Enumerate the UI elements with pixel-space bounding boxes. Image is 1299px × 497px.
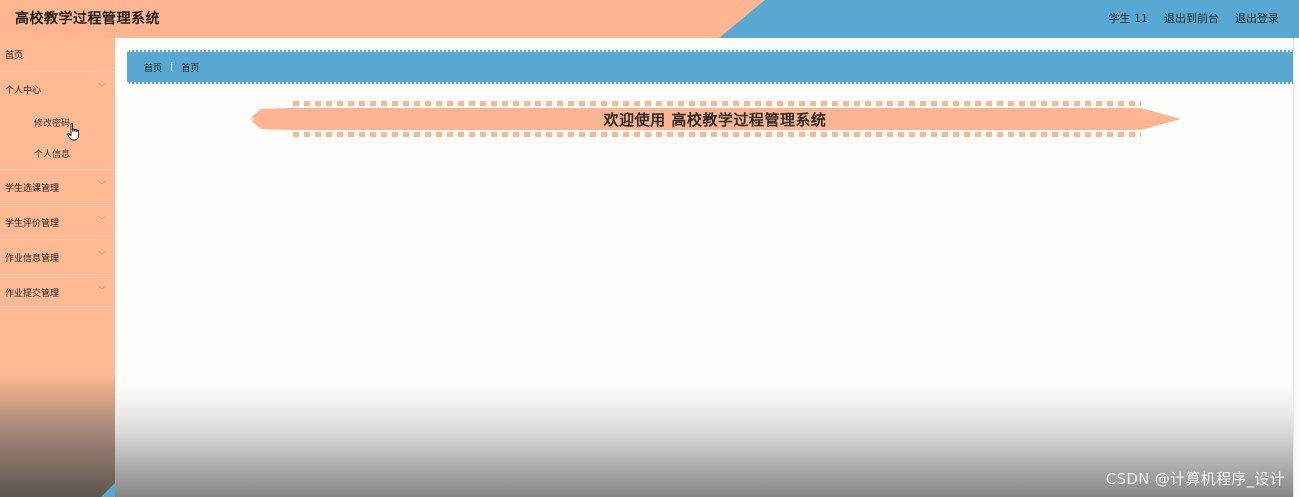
sidebar-item-label: 作业提交管理 (5, 288, 60, 299)
sidebar-item-home[interactable]: 首页 (0, 38, 115, 72)
sidebar-item-student-evaluation[interactable]: 学生评价管理 ﹀ (0, 205, 115, 240)
sidebar-item-label: 个人信息 (34, 150, 71, 160)
sidebar-item-personal-center[interactable]: 个人中心 ﹀ (0, 72, 115, 107)
banner-shape (249, 101, 1181, 137)
app-title: 高校教学过程管理系统 (15, 11, 160, 27)
breadcrumb: 首页 | 首页 (127, 50, 1299, 84)
chevron-down-icon: ﹀ (98, 216, 106, 225)
breadcrumb-separator: | (170, 62, 174, 72)
sidebar-item-homework-info[interactable]: 作业信息管理 ﹀ (0, 240, 115, 275)
sidebar-item-label: 首页 (5, 51, 24, 61)
scroll-track[interactable] (1293, 38, 1299, 497)
sidebar-subitem-personal-info[interactable]: 个人信息 (0, 138, 115, 169)
breadcrumb-current: 首页 (181, 63, 200, 74)
sidebar-item-label: 学生评价管理 (5, 218, 60, 229)
exit-to-front-link[interactable]: 退出到前台 (1164, 12, 1219, 25)
sidebar-corner-decoration (101, 483, 115, 497)
sidebar-item-label: 修改密码 (34, 119, 71, 129)
sidebar-item-homework-submit[interactable]: 作业提交管理 ﹀ (0, 275, 115, 310)
header-links: 学生 11 退出到前台 退出登录 (1109, 10, 1280, 26)
content-shade: CSDN @计算机程序_设计 (115, 385, 1299, 497)
watermark: CSDN @计算机程序_设计 (1105, 470, 1285, 488)
welcome-banner: 欢迎使用 高校教学过程管理系统 (249, 101, 1181, 137)
sidebar-item-course-selection[interactable]: 学生选课管理 ﹀ (0, 170, 115, 205)
logout-link[interactable]: 退出登录 (1235, 12, 1279, 25)
chevron-down-icon: ﹀ (98, 181, 106, 190)
sidebar-item-label: 作业信息管理 (5, 253, 60, 264)
chevron-down-icon: ﹀ (98, 251, 106, 260)
chevron-down-icon: ﹀ (98, 286, 106, 295)
header-accent (0, 0, 765, 38)
welcome-text: 欢迎使用 高校教学过程管理系统 (603, 110, 827, 129)
user-name[interactable]: 学生 11 (1108, 12, 1149, 25)
sidebar-subitem-change-password[interactable]: 修改密码 (0, 107, 115, 138)
sidebar: 首页 个人中心 ﹀ 修改密码 个人信息 学生选课管理 ﹀ 学生评价管理 ﹀ 作业… (0, 38, 115, 497)
sidebar-group-personal: 个人中心 ﹀ 修改密码 个人信息 (0, 72, 115, 170)
top-header: 高校教学过程管理系统 学生 11 退出到前台 退出登录 (0, 0, 1299, 38)
breadcrumb-home-link[interactable]: 首页 (144, 63, 163, 74)
sidebar-item-label: 个人中心 (5, 86, 42, 96)
hand-pointer-icon (67, 123, 80, 141)
sidebar-item-label: 学生选课管理 (5, 183, 60, 194)
chevron-down-icon: ﹀ (98, 83, 106, 92)
